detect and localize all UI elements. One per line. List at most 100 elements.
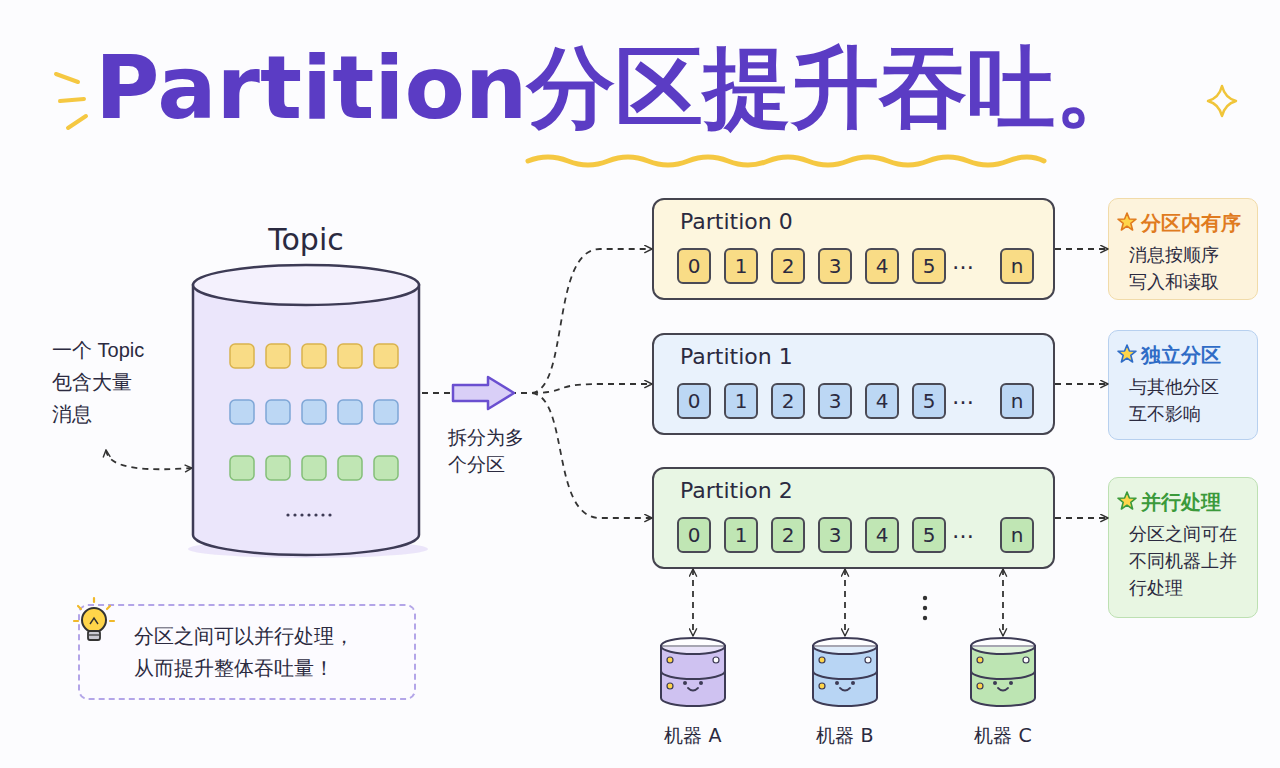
topic-cylinder-outline-part	[266, 400, 290, 424]
dashed-connector	[1002, 569, 1004, 636]
lightbulb-icon-part	[88, 631, 100, 640]
message-cell: 1	[724, 517, 758, 553]
server-icon-part	[688, 688, 698, 691]
topic-cylinder-outline-part	[338, 400, 362, 424]
message-offset: 2	[773, 385, 803, 417]
message-offset: 4	[867, 250, 897, 282]
partition-box: Partition 0012345n	[652, 198, 1055, 300]
server-icon-part	[977, 657, 983, 663]
partition-box: Partition 1012345n	[652, 333, 1055, 435]
topic-heading: Topic	[190, 222, 422, 258]
server-icon-part	[819, 683, 825, 689]
topic-cylinder-outline-part	[266, 344, 290, 368]
ellipsis-label: …	[952, 515, 974, 547]
server-icon-part	[993, 681, 997, 685]
topic-cylinder: Topic	[190, 222, 422, 558]
topic-cylinder-outline-part	[321, 513, 324, 516]
sparkle-star	[1208, 86, 1236, 116]
star-icon-part	[1118, 213, 1136, 230]
dashed-connector	[422, 249, 652, 393]
machine-node: 机器 C	[948, 636, 1058, 752]
message-offset: 2	[773, 519, 803, 551]
machine-label: 机器 B	[790, 722, 900, 748]
ellipsis-label: …	[952, 381, 974, 413]
dashed-connector	[692, 569, 694, 636]
message-offset: 1	[726, 519, 756, 551]
server-icon-part	[865, 657, 871, 663]
note-box: 分区之间可以并行处理，从而提升整体吞吐量！	[78, 604, 416, 700]
annotation-label: 拆分为多个分区	[448, 424, 532, 478]
ellipsis-dot	[923, 596, 927, 600]
server-icon	[948, 636, 1058, 712]
callout-body: 分区之间可在不同机器上并行处理	[1129, 520, 1241, 601]
topic-cylinder-outline-part	[374, 456, 398, 480]
topic-cylinder-outline-part	[374, 344, 398, 368]
callout-heading: 独立分区	[1141, 341, 1221, 369]
topic-cylinder-outline-part	[230, 344, 254, 368]
star-icon	[1117, 212, 1137, 232]
machine-label: 机器 C	[948, 722, 1058, 748]
message-cell: 0	[677, 248, 711, 284]
lightbulb-icon	[72, 596, 116, 644]
server-icon-part	[713, 657, 719, 663]
feature-callout: 分区内有序消息按顺序写入和读取	[1108, 198, 1258, 300]
topic-cylinder-outline-part	[302, 344, 326, 368]
message-cell: 3	[818, 248, 852, 284]
message-offset: 0	[679, 519, 709, 551]
message-cell: n	[1000, 517, 1034, 553]
message-cell: n	[1000, 383, 1034, 419]
server-icon-part	[1023, 657, 1029, 663]
topic-cylinder-outline-part	[302, 456, 326, 480]
callout-body: 消息按顺序写入和读取	[1129, 241, 1224, 295]
server-icon-part	[1009, 681, 1013, 685]
message-offset: 4	[867, 385, 897, 417]
dashed-connector	[422, 384, 652, 393]
dashed-connector	[422, 393, 652, 518]
message-cell: 0	[677, 517, 711, 553]
message-offset: 5	[914, 385, 944, 417]
title-underline	[528, 157, 1044, 165]
server-icon-part	[813, 671, 877, 679]
topic-cylinder-outline-part	[230, 400, 254, 424]
feature-callout: 并行处理分区之间可在不同机器上并行处理	[1108, 477, 1258, 618]
topic-cylinder-outline-part	[193, 265, 419, 305]
dashed-connector	[1055, 383, 1108, 385]
ellipsis-dot	[923, 616, 927, 620]
message-offset: 3	[820, 385, 850, 417]
star-icon	[1117, 491, 1137, 511]
lightbulb-icon-part	[89, 634, 99, 635]
server-icon-part	[851, 681, 855, 685]
message-cell: 2	[771, 248, 805, 284]
ellipsis-label: …	[952, 246, 974, 278]
message-offset: n	[1002, 385, 1032, 417]
server-icon-part	[661, 638, 725, 654]
server-icon-part	[840, 688, 850, 691]
message-cell: 1	[724, 248, 758, 284]
server-icon-part	[971, 671, 1035, 679]
annotation-label: 一个 Topic 包含大量消息	[52, 334, 149, 430]
partition-heading: Partition 2	[680, 477, 793, 505]
message-cell: 5	[912, 248, 946, 284]
server-icon-part	[977, 683, 983, 689]
ellipsis-dot	[923, 606, 927, 610]
server-icon-part	[699, 681, 703, 685]
message-offset: 3	[820, 519, 850, 551]
topic-cylinder-outline	[190, 222, 422, 558]
message-cell: 4	[865, 248, 899, 284]
topic-cylinder-outline-part	[300, 513, 303, 516]
topic-cylinder-outline-part	[374, 400, 398, 424]
topic-cylinder-outline-part	[193, 285, 419, 555]
server-icon-part	[667, 683, 673, 689]
partition-heading: Partition 0	[680, 208, 793, 236]
star-icon	[1117, 344, 1137, 364]
diagram-title: Partition分区提升吞吐。	[95, 44, 1143, 132]
topic-cylinder-outline-part	[286, 513, 289, 516]
message-offset: 4	[867, 519, 897, 551]
leader-line	[106, 450, 192, 469]
message-offset: n	[1002, 519, 1032, 551]
server-icon-part	[835, 681, 839, 685]
star-icon-part	[1118, 345, 1136, 362]
machine-node: 机器 A	[638, 636, 748, 752]
message-offset: 0	[679, 250, 709, 282]
